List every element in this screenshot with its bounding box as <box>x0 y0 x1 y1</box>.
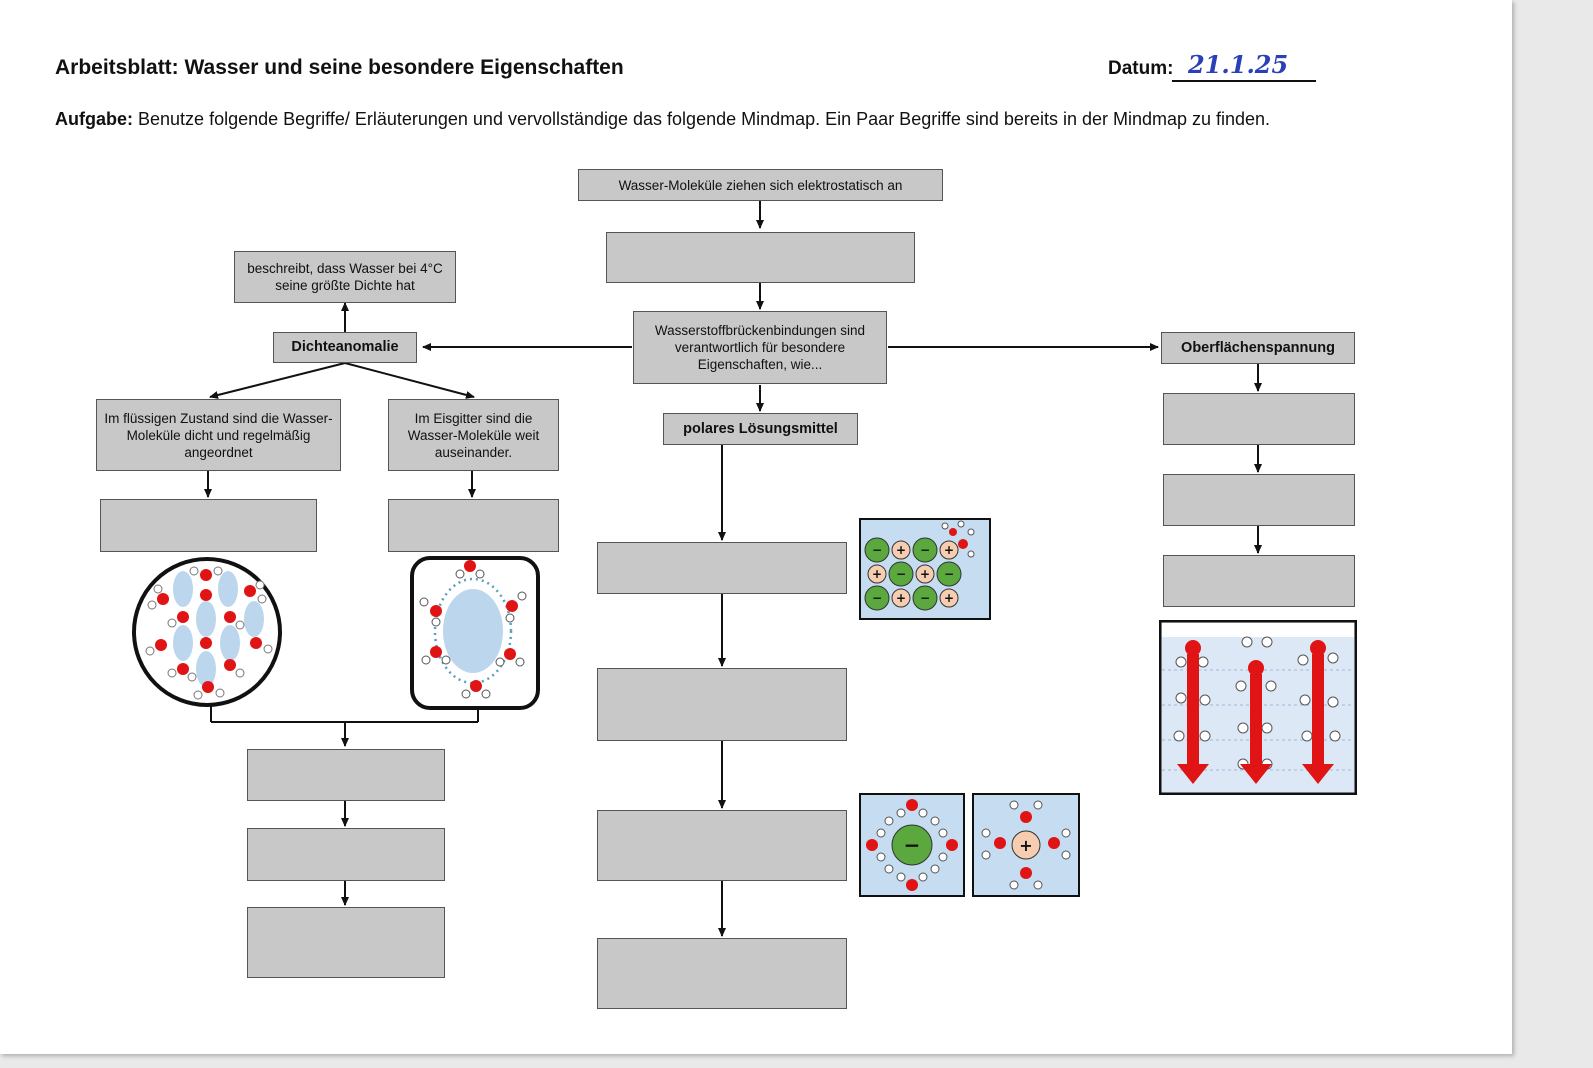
cation-sign: + <box>872 567 882 581</box>
blank-box-solvent-3[interactable] <box>597 810 847 881</box>
task-text: Benutze folgende Begriffe/ Erläuterungen… <box>138 109 1271 129</box>
worksheet-page: Arbeitsblatt: Wasser und seine besondere… <box>0 0 1512 1054</box>
anion-sign: − <box>896 567 906 581</box>
anion-sign: − <box>904 833 921 857</box>
page-title: Arbeitsblatt: Wasser und seine besondere… <box>55 56 624 79</box>
box-ice-lattice: Im Eisgitter sind die Wasser-Moleküle we… <box>388 399 559 471</box>
anion-sign: − <box>872 591 882 605</box>
blank-box-surface-2[interactable] <box>1163 474 1355 526</box>
box-liquid-state: Im flüssigen Zustand sind die Wasser-Mol… <box>96 399 341 471</box>
blank-box-solvent-2[interactable] <box>597 668 847 741</box>
cation-sign: + <box>1019 836 1032 855</box>
ice-lattice-illustration <box>410 556 540 710</box>
blank-box-density-2[interactable] <box>247 828 445 881</box>
box-attraction: Wasser-Moleküle ziehen sich elektrostati… <box>578 169 943 201</box>
box-polar-solvent: polares Lösungsmittel <box>663 413 858 445</box>
blank-box-surface-1[interactable] <box>1163 393 1355 445</box>
blank-box-density-3[interactable] <box>247 907 445 978</box>
anion-sign: − <box>920 591 930 605</box>
hydrated-anion-illustration: − <box>859 793 965 897</box>
surface-tension-illustration <box>1159 620 1357 795</box>
blank-box-ice[interactable] <box>388 499 559 552</box>
cation-sign: + <box>896 543 906 557</box>
blank-box-solvent-4[interactable] <box>597 938 847 1009</box>
datum-label: Datum: <box>1108 58 1174 79</box>
blank-box-solvent-1[interactable] <box>597 542 847 594</box>
box-density-description: beschreibt, dass Wasser bei 4°C seine gr… <box>234 251 456 303</box>
blank-box-center-1[interactable] <box>606 232 915 283</box>
connector-lines <box>204 201 1262 937</box>
blank-box-surface-3[interactable] <box>1163 555 1355 607</box>
hydrated-cation-illustration: + <box>972 793 1080 897</box>
cation-sign: + <box>920 567 930 581</box>
blank-box-liquid[interactable] <box>100 499 317 552</box>
anion-sign: − <box>944 567 954 581</box>
datum-value: 21.1.25 <box>1188 50 1289 79</box>
task-label: Aufgabe: <box>55 109 133 129</box>
box-dichteanomalie: Dichteanomalie <box>273 332 417 363</box>
task-instruction: Aufgabe: Benutze folgende Begriffe/ Erlä… <box>55 104 1375 134</box>
box-surface-tension: Oberflächenspannung <box>1161 332 1355 364</box>
anion-sign: − <box>920 543 930 557</box>
cation-sign: + <box>944 543 954 557</box>
box-hydrogen-bonds: Wasserstoffbrückenbindungen sind verantw… <box>633 311 887 384</box>
cation-sign: + <box>896 591 906 605</box>
liquid-water-illustration <box>132 557 282 707</box>
datum-underline <box>1172 80 1316 82</box>
blank-box-density-1[interactable] <box>247 749 445 801</box>
cation-sign: + <box>944 591 954 605</box>
anion-sign: − <box>872 543 882 557</box>
salt-crystal-illustration: − + − + + − + − − + − + <box>859 518 991 620</box>
